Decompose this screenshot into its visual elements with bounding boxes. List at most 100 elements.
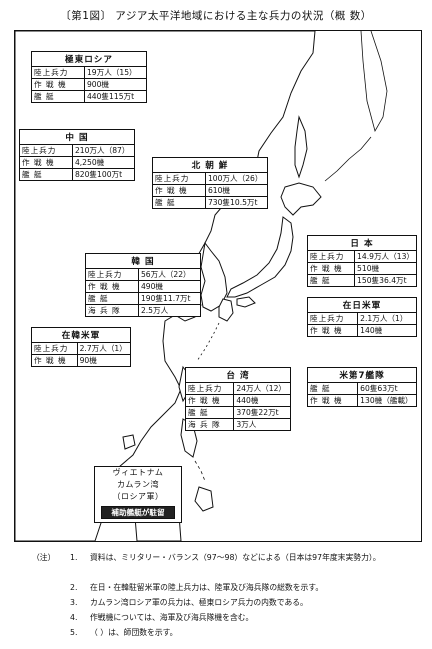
field-label: 海 兵 隊 — [186, 418, 235, 430]
field-label: 艦 艇 — [32, 90, 85, 102]
field-label: 艦 艇 — [153, 196, 206, 208]
note-number: 5. — [70, 628, 78, 637]
field-value: 19万人（15） — [86, 68, 137, 77]
kyushu — [218, 298, 234, 322]
field-value: 210万人（87） — [74, 146, 130, 155]
vietnam-line: ヴィエトナム — [112, 468, 164, 477]
field-value: 730隻10.5万t — [205, 196, 267, 208]
hokkaido — [280, 182, 322, 216]
field-label: 作 戦 機 — [86, 280, 139, 293]
field-label: 陸上兵力 — [20, 145, 73, 157]
kamchatka — [360, 31, 388, 133]
note-text: 作戦機については、海軍及び海兵隊機を含む。 — [90, 613, 254, 622]
field-label: 海 兵 隊 — [86, 304, 139, 316]
unit-name: 北 朝 鮮 — [153, 158, 267, 173]
field-value: 610機 — [205, 184, 267, 197]
field-value: 56万人（22） — [140, 270, 191, 279]
field-value: 900機 — [84, 78, 146, 91]
field-label: 作 戦 機 — [186, 394, 235, 407]
field-label: 陸上兵力 — [308, 313, 359, 325]
field-label: 作 戦 機 — [153, 184, 206, 197]
unit-name: 台 湾 — [186, 368, 290, 383]
field-value: 440機 — [233, 394, 290, 407]
honshu — [226, 216, 294, 298]
field-value: 490機 — [138, 280, 200, 293]
unit-name: 在韓米軍 — [32, 328, 130, 343]
field-value: 24万人（12） — [236, 384, 287, 393]
field-value: 820隻100万t — [72, 168, 134, 180]
field-label: 作 戦 機 — [308, 262, 356, 275]
note-text: 在日・在韓駐留米軍の陸上兵力は、陸軍及び海兵隊の総数を示す。 — [90, 583, 324, 592]
field-label: 陸上兵力 — [32, 67, 85, 79]
field-value: 2.5万人 — [138, 304, 200, 316]
field-value: 2.7万人（1） — [79, 344, 127, 353]
field-label: 陸上兵力 — [32, 343, 78, 355]
auxiliary-ships-badge: 補助艦艇が駐留 — [101, 506, 175, 519]
sakhalin — [294, 115, 308, 179]
unit-name: 在日米軍 — [308, 298, 416, 313]
field-value: 90機 — [77, 354, 130, 366]
field-value: 60隻63万t — [360, 384, 398, 393]
unit-name: 韓 国 — [86, 254, 200, 269]
korean-peninsula — [200, 241, 228, 312]
field-value: 2.1万人（1） — [360, 314, 408, 323]
note-text: 資料は、ミリタリー・バランス（97～98）などによる（日本は97年度末実勢力）。 — [90, 553, 381, 562]
note-number: 2. — [70, 583, 78, 592]
hainan — [122, 434, 136, 450]
field-value: 150隻36.4万t — [354, 274, 416, 286]
philippine-islands — [194, 460, 206, 482]
field-label: 陸上兵力 — [308, 251, 356, 263]
unit-name: 中 国 — [20, 130, 134, 145]
field-value: 130機（艦載） — [357, 394, 416, 406]
note-number: 1. — [70, 553, 78, 562]
cam-ranh-line: カムラン湾 — [116, 480, 160, 489]
field-label: 陸上兵力 — [153, 173, 206, 185]
unit-name: 米第7艦隊 — [308, 368, 416, 383]
note-number: 4. — [70, 613, 78, 622]
russia-forces-line: （ロシア軍） — [112, 492, 164, 501]
field-label: 陸上兵力 — [186, 383, 235, 395]
field-value: 190隻11.7万t — [138, 292, 200, 305]
field-label: 作 戦 機 — [308, 394, 359, 406]
note-text: （ ）は、師団数を示す。 — [90, 628, 178, 637]
field-label: 艦 艇 — [308, 383, 359, 395]
field-label: 艦 艇 — [186, 406, 235, 419]
unit-name: 極東ロシア — [32, 52, 146, 67]
field-value: 140機 — [357, 324, 416, 336]
field-label: 艦 艇 — [20, 168, 73, 180]
field-value: 3万人 — [233, 418, 290, 430]
field-value: 370隻22万t — [233, 406, 290, 419]
field-label: 陸上兵力 — [86, 269, 139, 281]
field-value: 100万人（26） — [207, 174, 263, 183]
shikoku — [236, 296, 256, 308]
notes-head: （注） — [32, 553, 56, 562]
figure-title: 〔第1図〕 アジア太平洋地域における主な兵力の状況（概 数） — [60, 10, 372, 22]
note-number: 3. — [70, 598, 78, 607]
field-label: 艦 艇 — [308, 274, 356, 286]
mindanao — [194, 486, 214, 512]
unit-cam-ranh-russia: ヴィエトナム カムラン湾 （ロシア軍） 補助艦艇が駐留 — [94, 466, 182, 523]
field-label: 作 戦 機 — [32, 78, 85, 91]
note-text: カムラン湾ロシア軍の兵力は、極東ロシア兵力の内数である。 — [90, 598, 308, 607]
ryukyu-islands — [196, 322, 220, 362]
kuril-islands — [324, 136, 372, 182]
field-label: 作 戦 機 — [32, 354, 78, 366]
field-value: 14.9万人（13） — [357, 252, 414, 261]
field-value: 440隻115万t — [84, 90, 146, 102]
field-label: 作 戦 機 — [308, 324, 359, 336]
field-label: 作 戦 機 — [20, 156, 73, 169]
unit-name: 日 本 — [308, 236, 416, 251]
field-label: 艦 艇 — [86, 292, 139, 305]
field-value: 510機 — [354, 262, 416, 275]
field-value: 4,250機 — [72, 156, 134, 169]
